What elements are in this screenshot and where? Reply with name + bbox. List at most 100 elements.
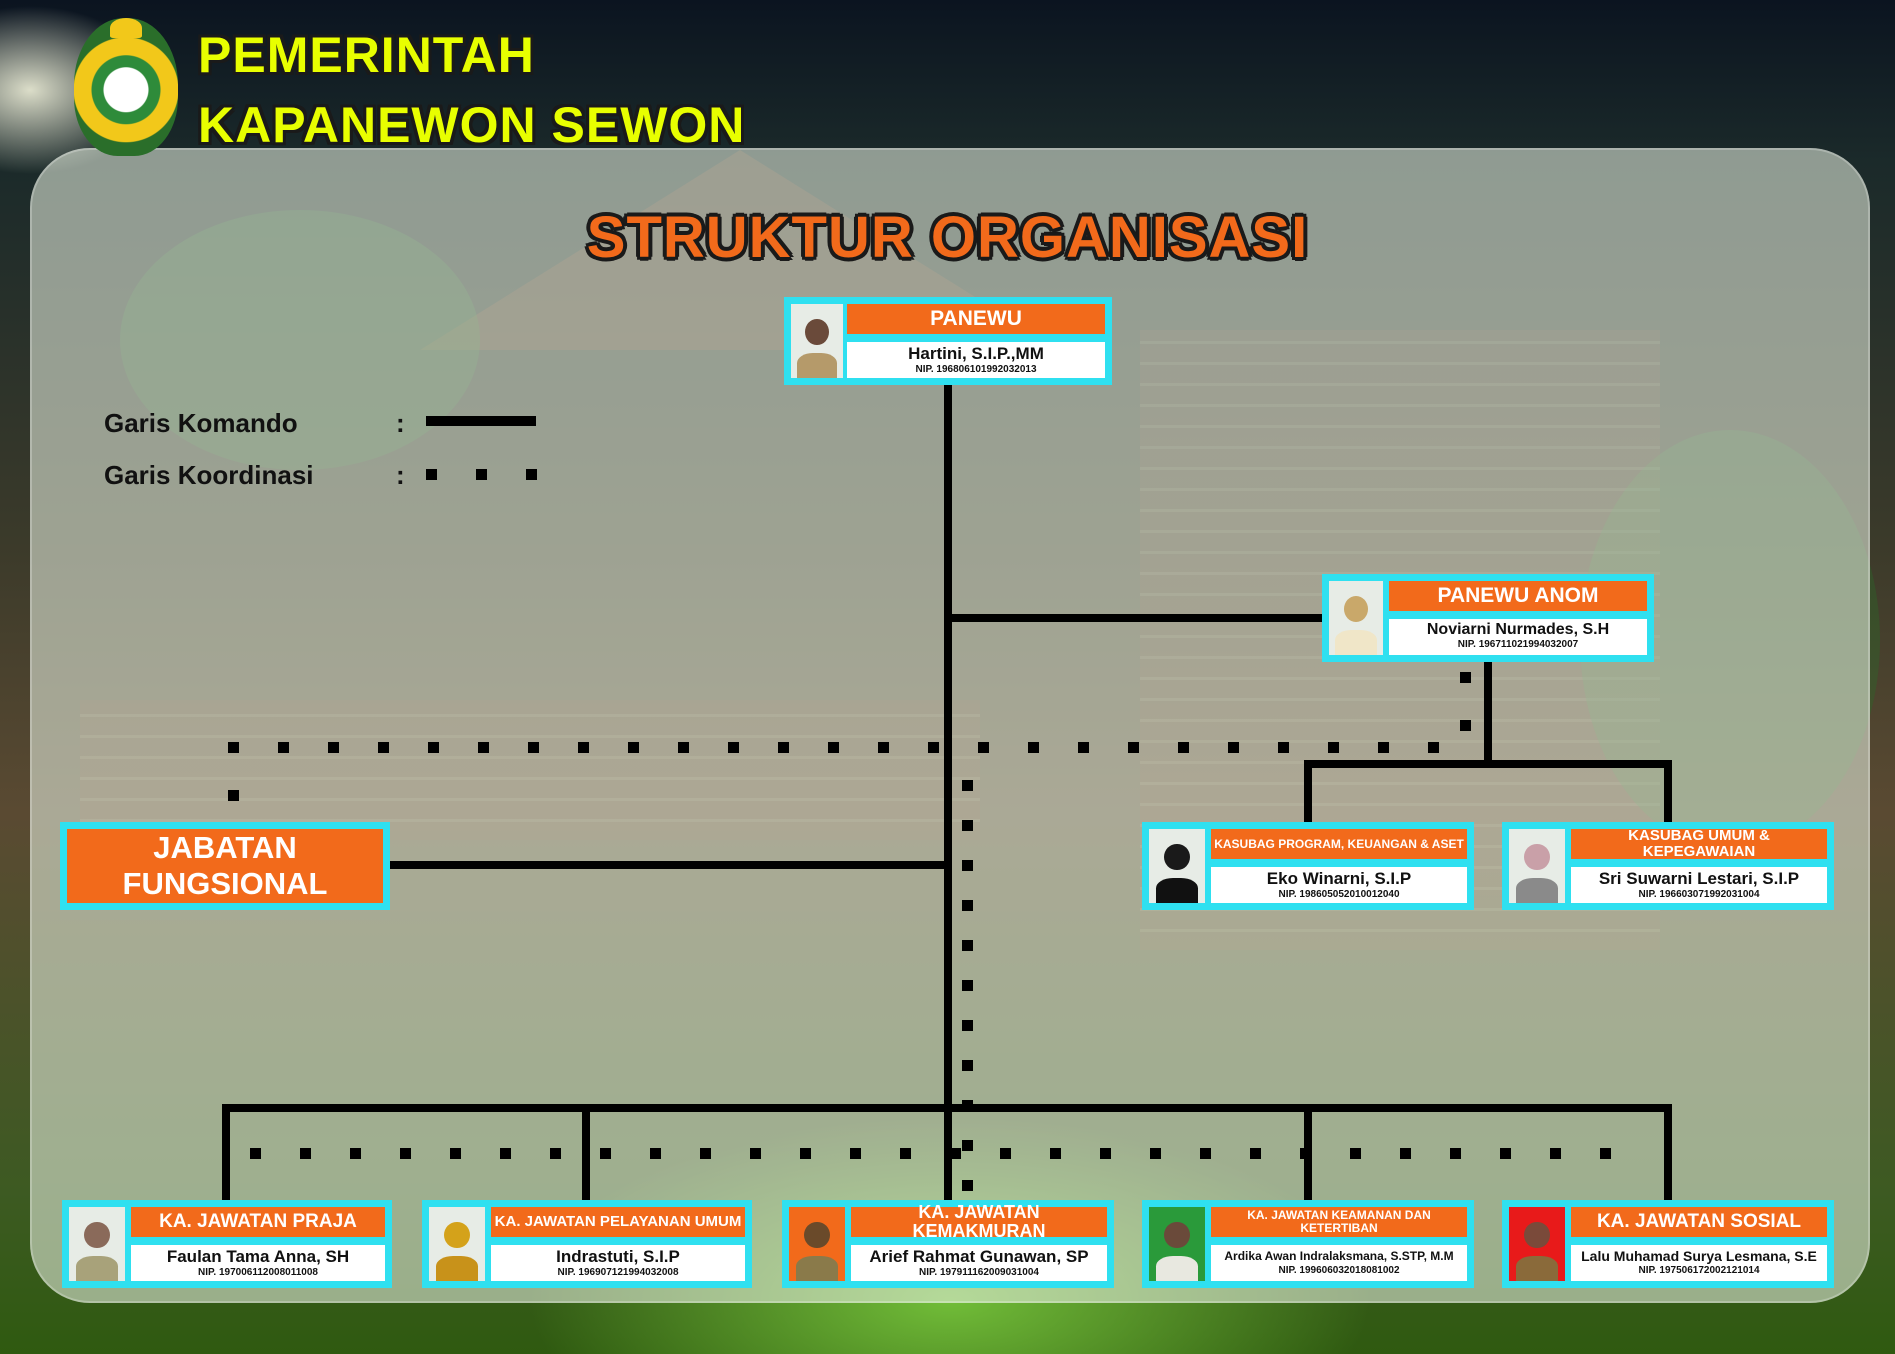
coordination-dot	[628, 742, 639, 753]
coordination-dot	[578, 742, 589, 753]
photo-kasubag-umum	[1509, 829, 1565, 903]
info-kasubag-umum: Sri Suwarni Lestari, S.I.P NIP. 19660307…	[1571, 867, 1827, 903]
coordination-dot	[1050, 1148, 1061, 1159]
legend-dot	[426, 469, 437, 480]
coordination-dot	[378, 742, 389, 753]
coordination-dot	[728, 742, 739, 753]
nip-jawatan-kemakmuran: NIP. 197911162009031004	[919, 1267, 1039, 1278]
coordination-dot	[400, 1148, 411, 1159]
coordination-dot	[450, 1148, 461, 1159]
command-line-to-jawatan-pelayanan	[582, 1104, 590, 1200]
coordination-dot	[1300, 1148, 1311, 1159]
nip-jawatan-praja: NIP. 197006112008011008	[198, 1267, 318, 1278]
photo-jawatan-kemakmuran	[789, 1207, 845, 1281]
coordination-dot	[750, 1148, 761, 1159]
coordination-dot	[1400, 1148, 1411, 1159]
info-jawatan-praja: Faulan Tama Anna, SH NIP. 19700611200801…	[131, 1245, 385, 1281]
jabatan-fungsional-box: JABATAN FUNGSIONAL	[60, 822, 390, 910]
role-kasubag-umum: KASUBAG UMUM & KEPEGAWAIAN	[1571, 828, 1827, 859]
command-line-to-jawatan-praja	[222, 1104, 230, 1200]
coordination-dot	[228, 742, 239, 753]
nip-panewu: NIP. 196806101992032013	[915, 364, 1037, 375]
nip-kasubag-umum: NIP. 196603071992031004	[1638, 889, 1760, 900]
coordination-dot	[600, 1148, 611, 1159]
nip-panewu-anom: NIP. 196711021994032007	[1457, 639, 1579, 650]
coordination-dot	[1450, 1148, 1461, 1159]
name-panewu: Hartini, S.I.P.,MM	[908, 344, 1044, 363]
coordination-dot	[478, 742, 489, 753]
role-panewu: PANEWU	[847, 304, 1105, 334]
name-jawatan-praja: Faulan Tama Anna, SH	[166, 1247, 350, 1266]
coordination-dot	[1328, 742, 1339, 753]
coordination-dot	[1428, 742, 1439, 753]
photo-panewu-anom	[1329, 581, 1383, 655]
coordination-dot	[1100, 1148, 1111, 1159]
coordination-dot	[962, 1180, 973, 1191]
command-line-to-jabatan-fungsional	[388, 861, 948, 869]
role-jawatan-keamanan: KA. JAWATAN KEAMANAN DAN KETERTIBAN	[1211, 1207, 1467, 1237]
command-line-to-kasubag-umum	[1664, 760, 1672, 824]
coordination-dot	[800, 1148, 811, 1159]
card-jawatan-praja: KA. JAWATAN PRAJA Faulan Tama Anna, SH N…	[62, 1200, 392, 1288]
coordination-dot	[928, 742, 939, 753]
coordination-dot	[350, 1148, 361, 1159]
coordination-dot	[962, 780, 973, 791]
card-panewu-anom: PANEWU ANOM Noviarni Nurmades, S.H NIP. …	[1322, 574, 1654, 662]
coordination-dot	[1028, 742, 1039, 753]
card-panewu: PANEWU Hartini, S.I.P.,MM NIP. 196806101…	[784, 297, 1112, 385]
photo-jawatan-keamanan	[1149, 1207, 1205, 1281]
coordination-dot	[550, 1148, 561, 1159]
coordination-dot	[962, 980, 973, 991]
command-line-to-jawatan-kemakmuran	[944, 1104, 952, 1200]
command-line-to-jawatan-sosial	[1664, 1104, 1672, 1200]
name-kasubag-umum: Sri Suwarni Lestari, S.I.P	[1598, 869, 1800, 888]
coordination-dot	[1200, 1148, 1211, 1159]
jabatan-fungsional-label: JABATAN FUNGSIONAL	[67, 829, 383, 903]
name-jawatan-kemakmuran: Arief Rahmat Gunawan, SP	[869, 1247, 1089, 1266]
photo-kasubag-program	[1149, 829, 1205, 903]
coordination-dot	[250, 1148, 261, 1159]
command-line-to-kasubag-program	[1304, 760, 1312, 824]
photo-jawatan-pelayanan	[429, 1207, 485, 1281]
coordination-dot	[962, 860, 973, 871]
nip-kasubag-program: NIP. 198605052010012040	[1278, 889, 1400, 900]
name-jawatan-keamanan: Ardika Awan Indralaksmana, S.STP, M.M	[1224, 1249, 1454, 1263]
role-panewu-anom: PANEWU ANOM	[1389, 581, 1647, 611]
coordination-dot	[328, 742, 339, 753]
command-line-main-vertical	[944, 385, 952, 1111]
card-jawatan-sosial: KA. JAWATAN SOSIAL Lalu Muhamad Surya Le…	[1502, 1200, 1834, 1288]
coordination-dot	[1000, 1148, 1011, 1159]
coordination-dot	[962, 1020, 973, 1031]
coordination-dot	[1128, 742, 1139, 753]
card-jawatan-kemakmuran: KA. JAWATAN KEMAKMURAN Arief Rahmat Guna…	[782, 1200, 1114, 1288]
legend-koordinasi-label: Garis Koordinasi	[104, 460, 314, 490]
command-line-anom-vertical	[1484, 660, 1492, 764]
card-jawatan-keamanan: KA. JAWATAN KEAMANAN DAN KETERTIBAN Ardi…	[1142, 1200, 1474, 1288]
coordination-dot	[828, 742, 839, 753]
coordination-dot	[1178, 742, 1189, 753]
coordination-dot	[878, 742, 889, 753]
coordination-dot	[1500, 1148, 1511, 1159]
coordination-dot	[1150, 1148, 1161, 1159]
legend-colon: :	[396, 460, 405, 490]
info-jawatan-sosial: Lalu Muhamad Surya Lesmana, S.E NIP. 197…	[1571, 1245, 1827, 1281]
coordination-dot	[900, 1148, 911, 1159]
coordination-dot	[1550, 1148, 1561, 1159]
coordination-dot	[700, 1148, 711, 1159]
role-kasubag-program: KASUBAG PROGRAM, KEUANGAN & ASET	[1211, 829, 1467, 859]
coordination-dot	[962, 1100, 973, 1111]
header-line-2: KAPANEWON SEWON	[198, 97, 746, 153]
info-jawatan-kemakmuran: Arief Rahmat Gunawan, SP NIP. 1979111620…	[851, 1245, 1107, 1281]
info-panewu-anom: Noviarni Nurmades, S.H NIP. 196711021994…	[1389, 619, 1647, 655]
coordination-dot	[678, 742, 689, 753]
coordination-dot	[1250, 1148, 1261, 1159]
coordination-dot	[650, 1148, 661, 1159]
legend-colon: :	[396, 408, 405, 438]
coordination-dot	[300, 1148, 311, 1159]
photo-panewu	[791, 304, 843, 378]
coordination-dot	[962, 820, 973, 831]
card-jawatan-pelayanan: KA. JAWATAN PELAYANAN UMUM Indrastuti, S…	[422, 1200, 752, 1288]
coordination-dot	[962, 940, 973, 951]
coordination-dot	[228, 790, 239, 801]
legend-dot	[476, 469, 487, 480]
